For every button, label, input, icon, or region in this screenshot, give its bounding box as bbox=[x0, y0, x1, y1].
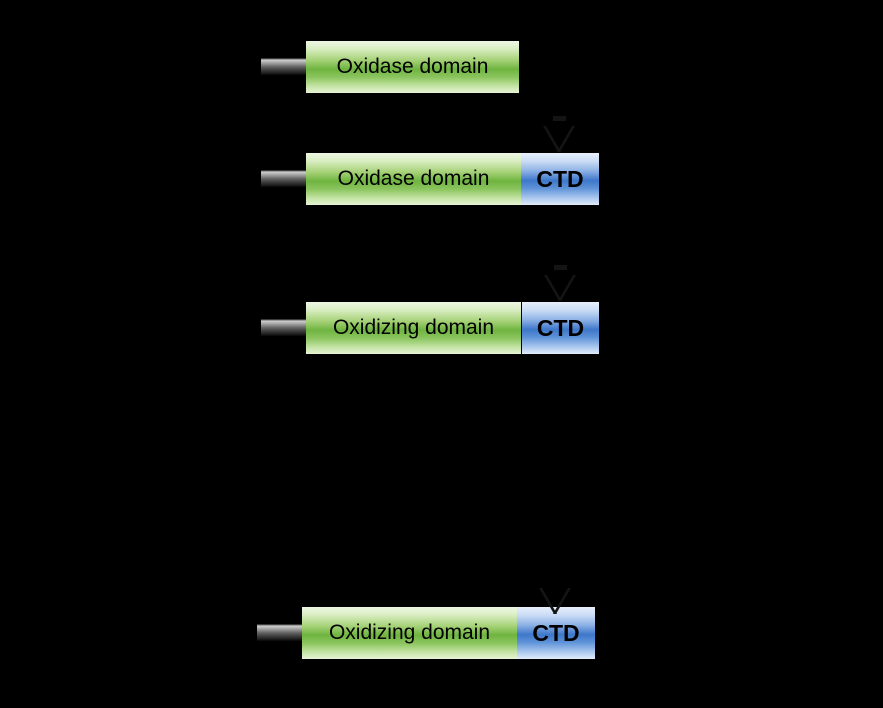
n-terminal-connector bbox=[261, 319, 306, 336]
n-terminal-connector bbox=[261, 58, 306, 75]
ctd-pointer-arrow-icon bbox=[532, 576, 578, 618]
ctd-label: CTD bbox=[532, 619, 580, 646]
ctd-pointer-arrow-icon bbox=[537, 263, 583, 305]
ctd-box[interactable]: CTD bbox=[517, 607, 595, 659]
ctd-label: CTD bbox=[536, 165, 584, 192]
ctd-label: CTD bbox=[536, 314, 585, 341]
domain-label: Oxidase domain bbox=[336, 55, 489, 78]
domain-label: Oxidizing domain bbox=[332, 316, 495, 339]
protein-row: Oxidase domain bbox=[0, 41, 883, 93]
ctd-box[interactable]: CTD bbox=[521, 153, 599, 205]
domain-box[interactable]: Oxidase domain bbox=[306, 153, 521, 205]
domain-box[interactable]: Oxidizing domain bbox=[302, 607, 517, 659]
domain-label: Oxidizing domain bbox=[328, 621, 491, 644]
protein-row: Oxidase domain CTD bbox=[0, 153, 883, 205]
protein-row: Oxidizing domain CTD bbox=[0, 302, 883, 354]
protein-row: Oxidizing domain CTD bbox=[0, 607, 883, 659]
n-terminal-connector bbox=[261, 170, 306, 187]
domain-box[interactable]: Oxidizing domain bbox=[306, 302, 521, 354]
domain-label: Oxidase domain bbox=[337, 167, 490, 190]
ctd-box[interactable]: CTD bbox=[522, 302, 599, 354]
ctd-pointer-arrow-icon bbox=[536, 114, 582, 156]
domain-box[interactable]: Oxidase domain bbox=[306, 41, 519, 93]
n-terminal-connector bbox=[257, 624, 302, 641]
